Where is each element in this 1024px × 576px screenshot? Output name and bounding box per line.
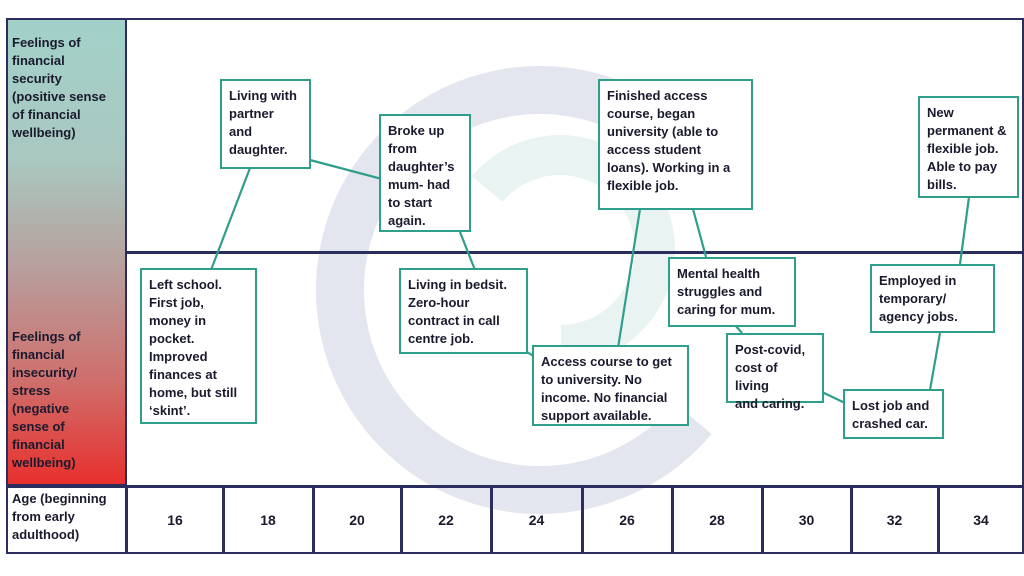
- zone-divider: [126, 251, 1024, 254]
- age-axis-divider: [581, 486, 584, 553]
- event-access-course: Access course to get to university. No i…: [532, 345, 689, 426]
- connector-16-18: [209, 167, 252, 271]
- connector-18-20: [309, 158, 383, 181]
- connector-26-28: [691, 208, 708, 258]
- event-temporary-jobs: Employed in temporary/ agency jobs.: [870, 264, 995, 333]
- age-axis-header: Age (beginning from early adulthood): [12, 491, 107, 542]
- age-tick-22: 22: [438, 512, 454, 528]
- age-tick-16: 16: [167, 512, 183, 528]
- connector-33-34: [958, 196, 971, 265]
- event-left-school: Left school. First job, money in pocket.…: [140, 268, 257, 424]
- insecurity-label: Feelings of financial insecurity/ stress…: [12, 329, 81, 470]
- age-tick-30: 30: [798, 512, 815, 528]
- age-axis-divider: [850, 486, 853, 553]
- event-new-permanent: New permanent & flexible job. Able to pa…: [918, 96, 1019, 198]
- age-axis-divider: [125, 486, 128, 553]
- connector-32-33: [928, 332, 942, 391]
- event-lost-job: Lost job and crashed car.: [843, 389, 944, 439]
- age-axis-divider: [937, 486, 940, 553]
- security-label: Feelings of financial security (positive…: [12, 35, 106, 140]
- age-axis-divider: [400, 486, 403, 553]
- age-axis-divider: [761, 486, 764, 553]
- age-axis-divider: [671, 486, 674, 553]
- age-axis-divider: [490, 486, 493, 553]
- age-axis-divider: [312, 486, 315, 553]
- age-tick-26: 26: [619, 512, 635, 528]
- event-broke-up: Broke up from daughter’s mum- had to sta…: [379, 114, 471, 232]
- age-axis-divider: [222, 486, 225, 553]
- connector-20-22: [458, 231, 477, 271]
- event-mental-health: Mental health struggles and caring for m…: [668, 257, 796, 327]
- age-tick-20: 20: [349, 512, 365, 528]
- event-post-covid: Post-covid, cost of living and caring.: [726, 333, 824, 411]
- age-axis-top-border: [6, 485, 1024, 488]
- event-bedsit: Living in bedsit. Zero-hour contract in …: [399, 268, 528, 354]
- connector-24-26: [616, 208, 642, 349]
- age-tick-28: 28: [709, 512, 725, 528]
- age-tick-18: 18: [260, 512, 276, 528]
- event-finished-access: Finished access course, began university…: [598, 79, 753, 210]
- connector-30-32: [821, 391, 846, 404]
- age-tick-24: 24: [528, 512, 545, 528]
- feelings-gradient-panel: [6, 18, 127, 486]
- event-living-with-partner: Living with partner and daughter.: [220, 79, 311, 169]
- age-tick-34: 34: [973, 512, 989, 528]
- age-tick-32: 32: [886, 512, 903, 528]
